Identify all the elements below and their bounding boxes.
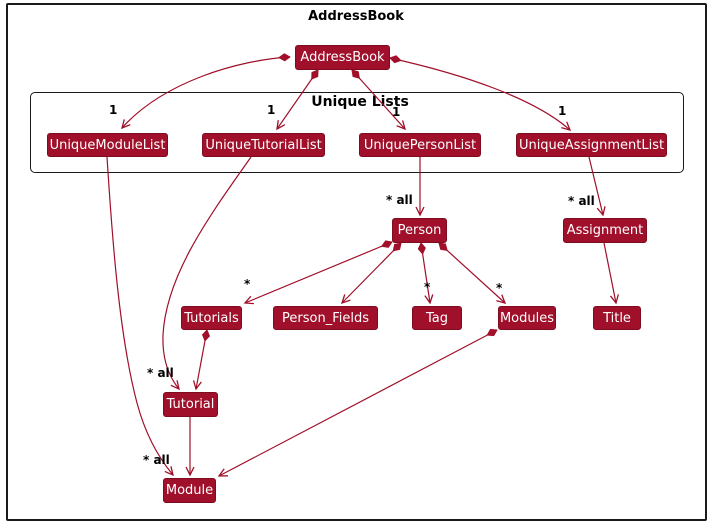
multiplicity-star-tutorials: * — [244, 277, 251, 291]
edge-tutorials-tutorial — [196, 330, 207, 389]
class-tag: Tag — [412, 306, 462, 330]
class-uniquepersonlist: UniquePersonList — [359, 133, 481, 157]
multiplicity-star-tag: * — [424, 280, 431, 294]
multiplicity-all-tutorial: * all — [147, 366, 174, 380]
edge-addressbook-uniquemodulelist — [122, 57, 290, 128]
diagram-title: AddressBook — [308, 9, 404, 24]
edge-addressbook-uniquetutoriallist — [277, 70, 318, 129]
edge-person-tutorials — [245, 242, 392, 303]
class-person: Person — [392, 218, 447, 243]
class-title: Title — [593, 306, 641, 330]
class-module: Module — [163, 478, 216, 503]
edge-person-tag — [421, 243, 430, 303]
multiplicity-one-uniquemodulelist: 1 — [109, 103, 118, 117]
multiplicity-star-modules: * — [496, 281, 503, 295]
class-tutorials: Tutorials — [181, 306, 242, 330]
class-uniquetutoriallist: UniqueTutorialList — [202, 133, 325, 157]
multiplicity-one-uniqueassignmentlist: 1 — [558, 104, 567, 118]
edge-uniqueassignmentlist-assignment — [588, 156, 603, 215]
class-uniqueassignmentlist: UniqueAssignmentList — [516, 133, 667, 157]
class-assignment: Assignment — [563, 218, 647, 243]
class-modules: Modules — [498, 306, 556, 330]
edge-person-personfields — [342, 243, 401, 303]
edge-assignment-title — [603, 242, 616, 303]
edge-uniquemodulelist-module — [106, 156, 173, 475]
diagram-frame — [6, 3, 707, 521]
class-tutorial: Tutorial — [163, 392, 218, 417]
edge-addressbook-uniqueassignmentlist — [390, 58, 570, 130]
class-addressbook: AddressBook — [295, 45, 390, 70]
multiplicity-one-uniquetutoriallist: 1 — [267, 103, 276, 117]
multiplicity-all-assignment: * all — [568, 194, 595, 208]
class-personfields: Person_Fields — [273, 306, 378, 330]
edge-person-modules — [439, 243, 505, 303]
multiplicity-all-module: * all — [143, 453, 170, 467]
multiplicity-one-uniquepersonlist: 1 — [392, 105, 401, 119]
multiplicity-all-person: * all — [386, 193, 413, 207]
class-uniquemodulelist: UniqueModuleList — [47, 133, 168, 157]
edge-addressbook-uniquepersonlist — [352, 70, 405, 129]
edge-modules-module — [219, 330, 497, 476]
edge-uniquetutoriallist-tutorial — [162, 156, 252, 389]
